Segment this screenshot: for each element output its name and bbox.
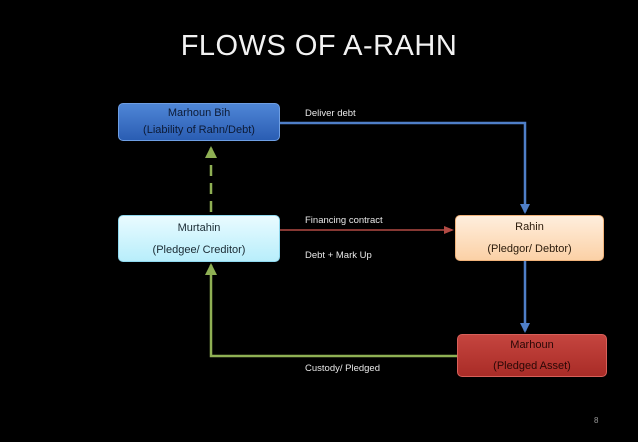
marhoun-bih-title: Marhoun Bih [167, 106, 231, 119]
deliver-debt-label: Deliver debt [305, 108, 356, 119]
custody-pledged-label: Custody/ Pledged [305, 363, 380, 374]
rahin-box: Rahin (Pledgor/ Debtor) [455, 215, 604, 261]
slide-title: FLOWS OF A-RAHN [180, 30, 458, 62]
page-number: 8 [594, 416, 599, 425]
murtahin-box: Murtahin (Pledgee/ Creditor) [118, 215, 280, 262]
financing-contract-label: Financing contract [305, 215, 383, 226]
debt-mark-up-label: Debt + Mark Up [305, 250, 372, 261]
deliver-debt-arrow [280, 121, 530, 214]
marhoun-bih-box: Marhoun Bih (Liability of Rahn/Debt) [118, 103, 280, 141]
marhoun-subtitle: (Pledged Asset) [493, 359, 571, 372]
custody-pledged-arrow [205, 263, 457, 358]
marhoun-box: Marhoun (Pledged Asset) [457, 334, 607, 377]
marhoun-title: Marhoun [510, 338, 554, 351]
marhoun-bih-subtitle: (Liability of Rahn/Debt) [143, 124, 255, 136]
murtahin-subtitle: (Pledgee/ Creditor) [152, 243, 246, 256]
rahin-title: Rahin [515, 221, 544, 233]
murtahin-title: Murtahin [177, 221, 221, 234]
rahin-subtitle: (Pledgor/ Debtor) [487, 243, 572, 255]
